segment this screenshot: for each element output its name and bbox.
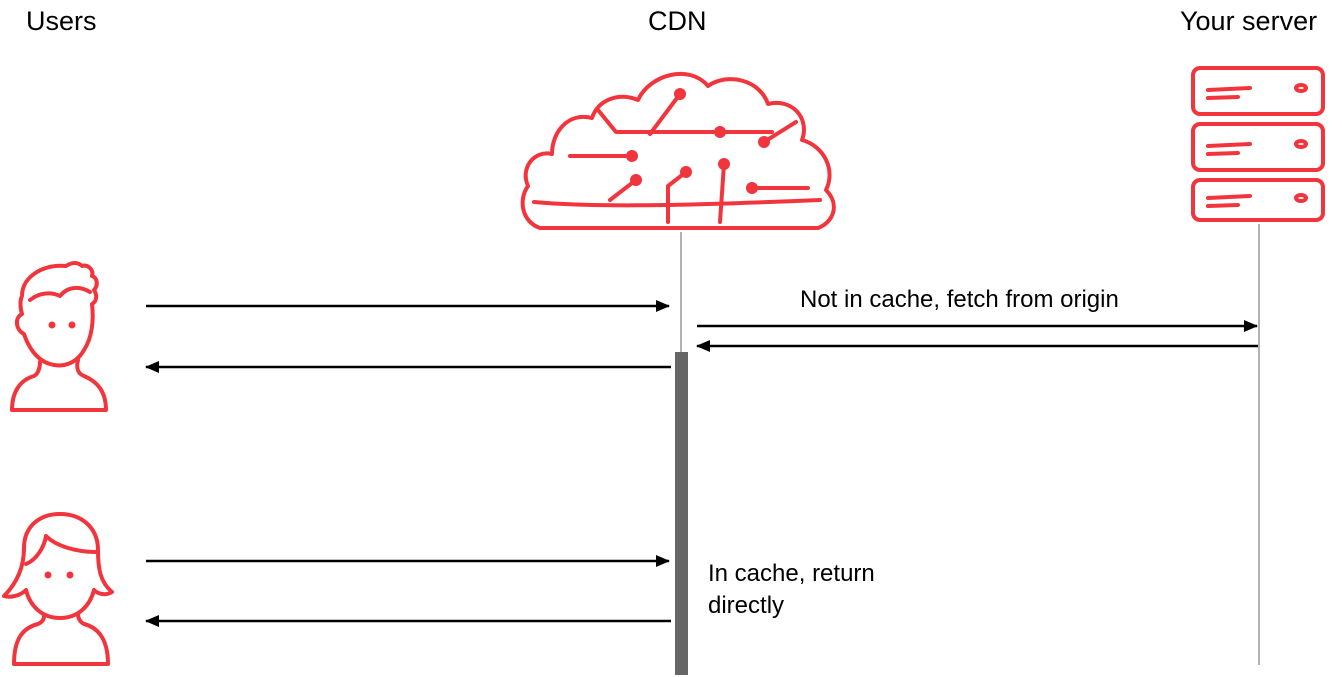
boy-user-icon [10,261,108,412]
cloud-network-nodes [626,88,770,194]
actor-label-cdn: CDN [648,6,707,36]
girl-user-eyes [44,571,74,579]
cache-hit-message: In cache, return directly [708,560,875,619]
cdn-activation-bar [675,352,688,675]
actor-label-users: Users [26,6,97,36]
cloud-network-icon [520,71,836,230]
origin-fetch-message: Not in cache, fetch from origin [800,286,1119,313]
actor-label-server: Your server [1180,6,1318,36]
boy-user-eyes [48,321,76,329]
girl-user-icon [2,512,114,666]
server-rack-icon [1191,66,1325,222]
